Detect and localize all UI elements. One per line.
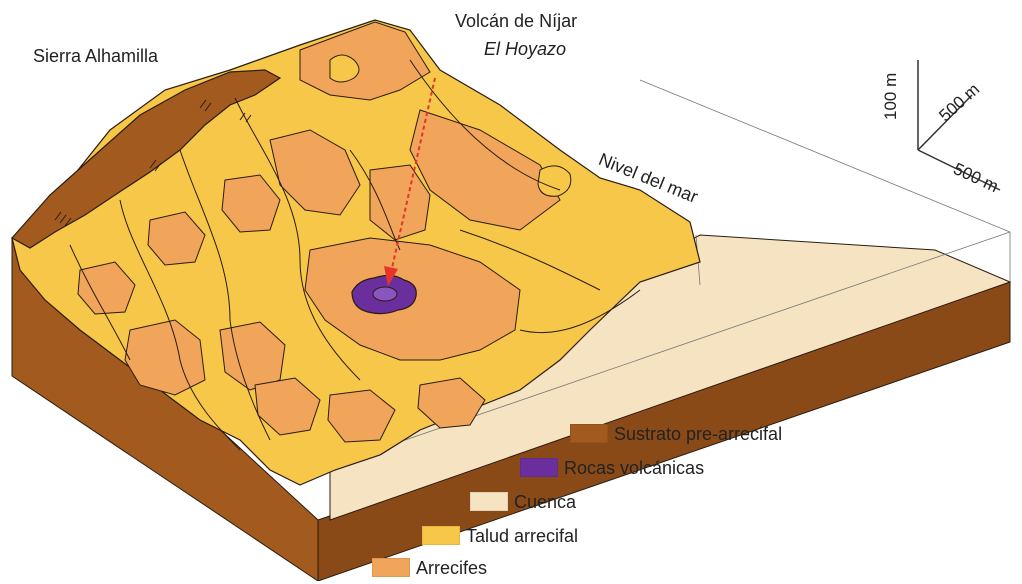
legend: Sustrato pre-arrecifal Rocas volcánicas …: [402, 424, 862, 584]
legend-swatch: [470, 492, 508, 511]
legend-label: Sustrato pre-arrecifal: [614, 425, 782, 443]
legend-swatch: [372, 558, 410, 577]
legend-swatch: [570, 424, 608, 443]
scale-vertical-label: 100 m: [882, 73, 899, 120]
legend-swatch: [422, 526, 460, 545]
legend-item-arrecifes: Arrecifes: [372, 558, 487, 577]
volcanic-rocks: [352, 275, 416, 313]
sierra-label: Sierra Alhamilla: [33, 47, 158, 65]
legend-item-talud: Talud arrecifal: [422, 526, 578, 545]
legend-label: Rocas volcánicas: [564, 459, 704, 477]
legend-label: Talud arrecifal: [466, 527, 578, 545]
legend-label: Cuenca: [514, 493, 576, 511]
legend-item-volcanicas: Rocas volcánicas: [520, 458, 704, 477]
volcano-label: Volcán de Níjar: [455, 12, 577, 30]
legend-item-cuenca: Cuenca: [470, 492, 576, 511]
legend-swatch: [520, 458, 558, 477]
hoyazo-label: El Hoyazo: [484, 40, 566, 58]
legend-label: Arrecifes: [416, 559, 487, 577]
legend-item-sustrato: Sustrato pre-arrecifal: [570, 424, 782, 443]
